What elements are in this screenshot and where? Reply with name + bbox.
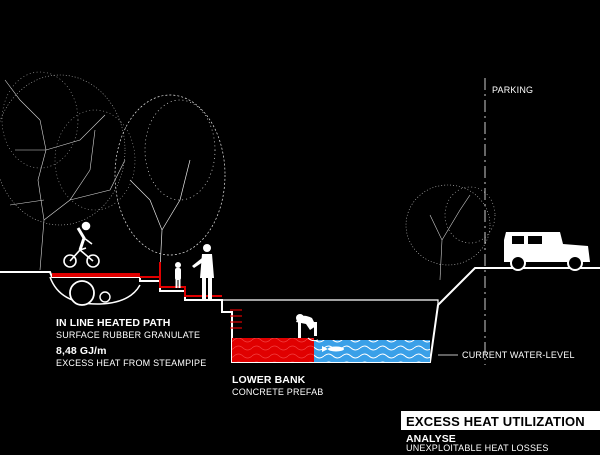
- footer-title: EXCESS HEAT UTILIZATION: [406, 414, 585, 429]
- lower-bank-frame: [222, 299, 439, 308]
- path-bowl: [49, 276, 141, 305]
- footer-title-box: [401, 411, 600, 430]
- jeep-icon: [504, 232, 590, 271]
- heated-path-title: IN LINE HEATED PATH: [56, 317, 171, 329]
- crouching-figure-icon: [296, 314, 317, 338]
- heated-steps: [140, 276, 222, 297]
- ladder: [230, 309, 242, 329]
- child-figure-icon: [175, 262, 181, 288]
- footer-subtitle: UNEXPLOITABLE HEAT LOSSES: [406, 443, 549, 453]
- parking-label: PARKING: [492, 85, 534, 95]
- lower-bank-subtitle: CONCRETE PREFAB: [232, 387, 324, 397]
- steampipe-icon: [69, 280, 111, 306]
- fish-icon: [322, 346, 344, 352]
- heat-value: 8,48 GJ/m: [56, 345, 107, 357]
- bmx-rider-icon: [63, 221, 100, 268]
- footer-section: ANALYSE: [406, 433, 456, 445]
- tree-middle-icon: [114, 94, 226, 271]
- lower-bank-title: LOWER BANK: [232, 374, 306, 386]
- tree-right-icon: [405, 184, 496, 281]
- heated-path-layer: [52, 273, 140, 277]
- adult-figure-icon: [192, 244, 214, 301]
- heated-path-subtitle: SURFACE RUBBER GRANULATE: [56, 330, 201, 340]
- tree-left-icon: [0, 71, 136, 271]
- water-level-label: CURRENT WATER-LEVEL: [462, 350, 575, 360]
- heat-source-label: EXCESS HEAT FROM STEAMPIPE: [56, 358, 207, 368]
